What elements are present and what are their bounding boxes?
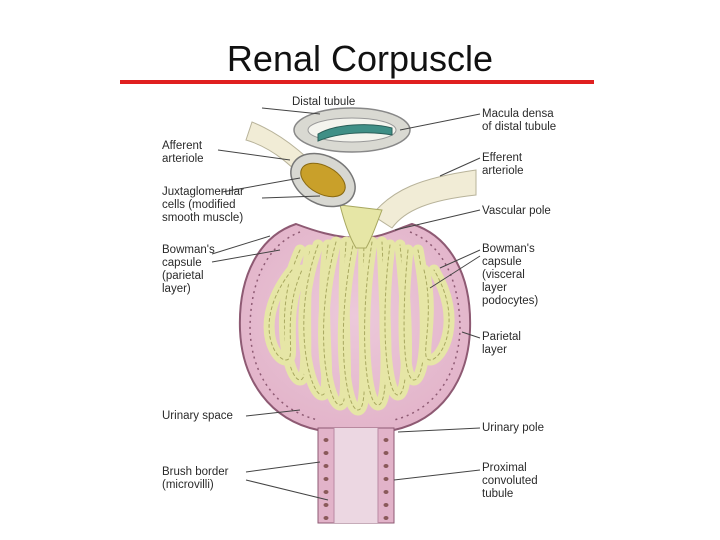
label-afferent-arteriole: Afferent arteriole: [162, 140, 204, 165]
label-urinary-pole: Urinary pole: [482, 422, 544, 434]
cell-nucleus: [383, 490, 389, 494]
proximal-convoluted-tubule: [317, 427, 395, 524]
capillary-loop: [423, 269, 450, 361]
leader-line: [439, 157, 481, 177]
capillary-loop: [303, 244, 329, 396]
leader-line: [261, 107, 321, 115]
distal-tubule: [293, 107, 411, 153]
leader-line: [245, 479, 329, 501]
slide-title: Renal Corpuscle: [226, 38, 494, 79]
label-proximal-tubule: Proximal convoluted tubule: [482, 462, 538, 500]
label-efferent-arteriole: Efferent arteriole: [482, 152, 524, 177]
cell-nucleus: [323, 477, 329, 481]
leader-line: [461, 331, 481, 339]
label-bowmans-capsule-parietal: Bowman's capsule (parietal layer): [162, 244, 215, 295]
leader-line: [211, 249, 281, 263]
label-vascular-pole: Vascular pole: [482, 205, 551, 217]
parietal-layer: [249, 231, 319, 421]
vascular-stalk: [339, 204, 383, 249]
leader-line: [439, 249, 481, 269]
efferent-arteriole: [371, 169, 477, 229]
label-parietal-layer: Parietal layer: [482, 331, 521, 356]
cell-nucleus: [323, 490, 329, 494]
leader-line: [217, 149, 291, 161]
leader-line: [245, 461, 321, 473]
cell-nucleus: [383, 477, 389, 481]
cell-nucleus: [383, 516, 389, 520]
title-underline: [120, 80, 594, 84]
glomerulus: [263, 204, 455, 416]
label-bowmans-capsule-visceral: Bowman's capsule (visceral layer podocyt…: [482, 243, 539, 307]
leader-line: [397, 427, 481, 433]
label-urinary-space: Urinary space: [162, 410, 233, 422]
cell-nucleus: [323, 464, 329, 468]
juxtaglomerular-cells: [290, 152, 356, 208]
cell-nucleus: [383, 464, 389, 468]
cell-nucleus: [383, 503, 389, 507]
label-distal-tubule: Distal tubule: [292, 96, 356, 108]
cell-nucleus: [323, 451, 329, 455]
leader-line: [393, 469, 481, 481]
leader-line: [221, 177, 301, 193]
cell-nucleus: [383, 438, 389, 442]
cell-nucleus: [323, 516, 329, 520]
capillary-loop: [323, 241, 347, 406]
capillary-loop: [268, 269, 303, 361]
macula-densa: [317, 124, 393, 142]
leader-line: [394, 209, 481, 231]
label-brush-border: Brush border (microvilli): [162, 466, 229, 491]
cell-nucleus: [383, 451, 389, 455]
leader-line: [429, 255, 481, 289]
cell-nucleus: [323, 503, 329, 507]
leader-line: [399, 113, 481, 131]
label-macula-densa: Macula densa of distal tubule: [482, 108, 557, 133]
leader-line: [261, 195, 321, 199]
parietal-layer-right: [393, 231, 461, 421]
leader-line: [245, 409, 301, 417]
capillary-loop: [384, 244, 407, 396]
cell-nucleus: [323, 438, 329, 442]
label-juxtaglomerular-cells: Juxtaglomerular cells (modified smooth m…: [162, 186, 244, 224]
leader-line: [211, 235, 271, 255]
